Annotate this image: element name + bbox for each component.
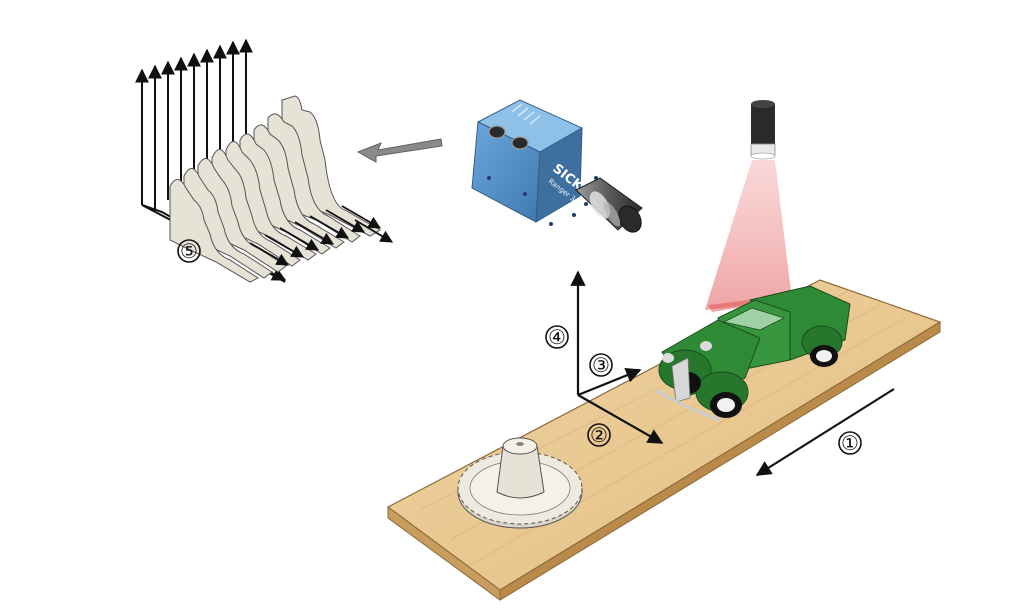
motion-direction-arrow — [755, 388, 895, 476]
step-5-text: ⑤ — [180, 239, 198, 263]
step-4-text: ④ — [548, 325, 566, 349]
step-3-label: ③ — [589, 353, 613, 377]
profile-slices — [169, 95, 381, 283]
profile-stack-icon — [135, 38, 394, 283]
step-2-text: ② — [590, 423, 608, 447]
step-3-text: ③ — [592, 353, 610, 377]
axis-y — [577, 368, 642, 397]
laser-line-on-part — [708, 295, 800, 404]
step-5-label: ⑤ — [177, 239, 201, 263]
truck-icon — [654, 285, 851, 422]
laser-emitter-icon — [750, 100, 776, 160]
step-1-label: ① — [838, 431, 862, 455]
coordinate-axes — [570, 270, 664, 444]
axis-x — [577, 394, 664, 444]
step-2-label: ② — [587, 423, 611, 447]
step-4-label: ④ — [545, 325, 569, 349]
camera-icon: SICK Ranger 3 — [471, 99, 643, 233]
camera-lens — [575, 177, 643, 233]
data-flow-arrow — [356, 138, 443, 163]
laser-plane — [705, 160, 792, 310]
step-1-text: ① — [841, 431, 859, 455]
gear-icon — [457, 437, 583, 529]
